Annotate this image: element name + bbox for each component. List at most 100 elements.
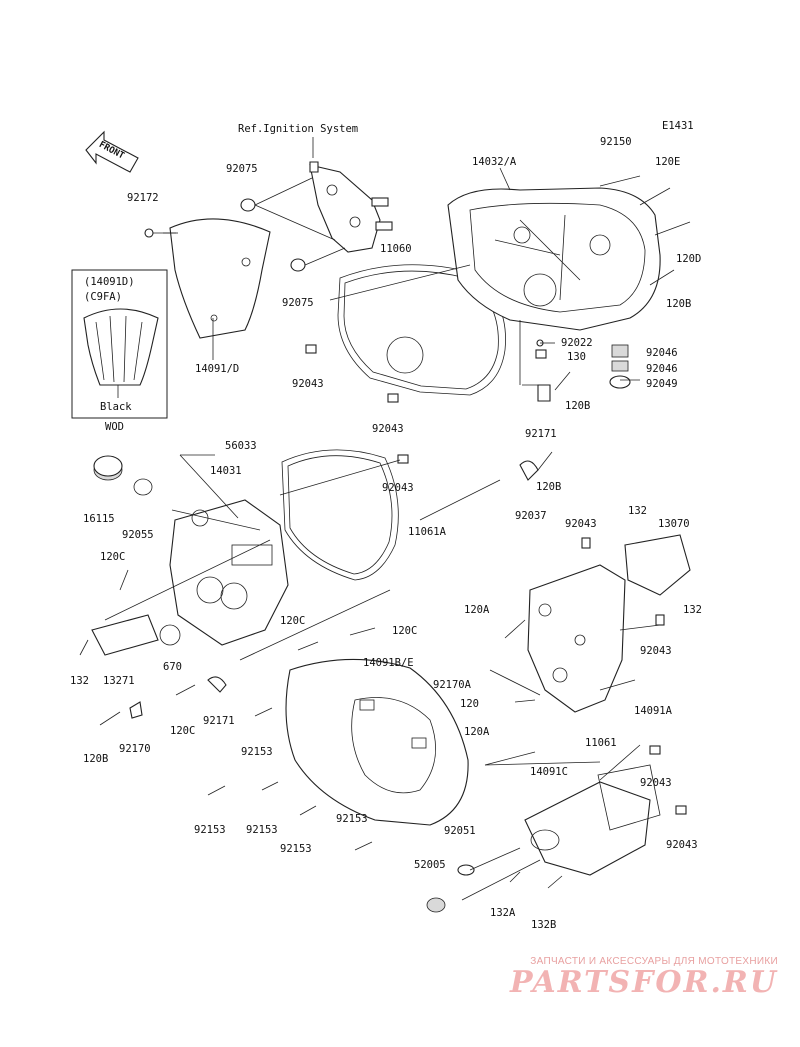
- label-92046-a: 92046: [646, 347, 678, 359]
- cover-14091c: [524, 781, 651, 876]
- label-14031: 14031: [210, 465, 242, 477]
- label-132-c: 132: [70, 675, 89, 687]
- label-130: 130: [567, 351, 586, 363]
- label-120b-b: 120B: [565, 400, 590, 412]
- label-92075-a: 92075: [226, 163, 258, 175]
- label-120c-a: 120C: [100, 551, 125, 563]
- label-92043-g: 92043: [666, 839, 698, 851]
- inset-box: (14091D) (C9FA) Black WOD: [71, 269, 168, 433]
- label-13070: 13070: [658, 518, 690, 530]
- crankcase-cover-14032a: [447, 187, 661, 331]
- front-arrow-icon: FRONT: [85, 130, 139, 173]
- label-120b-a: 120B: [666, 298, 691, 310]
- label-92153-e: 92153: [280, 843, 312, 855]
- label-14091c: 14091C: [530, 766, 568, 778]
- label-92022: 92022: [561, 337, 593, 349]
- label-92049: 92049: [646, 378, 678, 390]
- ref-note: Ref.Ignition System: [238, 123, 358, 135]
- plug-130: [535, 349, 547, 359]
- label-92043-d: 92043: [565, 518, 597, 530]
- label-120c-d: 120C: [170, 725, 195, 737]
- label-92170: 92170: [119, 743, 151, 755]
- oring-92055: [133, 478, 153, 496]
- label-92043-b: 92043: [372, 423, 404, 435]
- label-132a: 132A: [490, 907, 516, 919]
- label-92153-d: 92153: [246, 824, 278, 836]
- label-14091be: 14091B/E: [363, 657, 414, 669]
- inset-footer: WOD: [105, 421, 124, 433]
- label-16115: 16115: [83, 513, 115, 525]
- seal-52005: [426, 897, 446, 913]
- gasket-11061: [597, 764, 661, 831]
- label-120a-1: 120A: [464, 604, 490, 616]
- watermark-brand: PARTSFOR.RU: [510, 965, 778, 1000]
- spacers-92046-92049: [609, 344, 631, 389]
- inset-part-label: (14091D): [84, 276, 135, 288]
- label-120: 120: [460, 698, 479, 710]
- label-14091a: 14091A: [634, 705, 673, 717]
- rod-92170a: [489, 669, 541, 696]
- label-92043-c: 92043: [382, 482, 414, 494]
- clamp-92037: [519, 460, 539, 481]
- label-120b-d: 120B: [83, 753, 108, 765]
- label-92037: 92037: [515, 510, 547, 522]
- bracket-14091a: [527, 564, 661, 713]
- label-92043-f: 92043: [640, 777, 672, 789]
- label-120c-b: 120C: [280, 615, 305, 627]
- dowel-92043-c: [397, 454, 409, 464]
- label-11061a: 11061A: [408, 526, 447, 538]
- clamp-92171-a: [537, 384, 551, 402]
- bolts-92153: [207, 707, 373, 851]
- label-92170a: 92170A: [433, 679, 472, 691]
- bolt-92172: [144, 228, 154, 238]
- label-11061: 11061: [585, 737, 617, 749]
- label-92150: 92150: [600, 136, 632, 148]
- label-120d: 120D: [676, 253, 701, 265]
- label-52005: 52005: [414, 859, 446, 871]
- label-13271: 13271: [103, 675, 135, 687]
- dowel-92043-d: [581, 537, 591, 549]
- oring-670: [159, 624, 181, 646]
- label-14032a: 14032/A: [472, 156, 517, 168]
- label-11060: 11060: [380, 243, 412, 255]
- label-92051: 92051: [444, 825, 476, 837]
- gasket-11060: [337, 264, 506, 396]
- clamp-92171-b: [207, 676, 227, 693]
- label-120a-2: 120A: [464, 726, 490, 738]
- inset-color-code: (C9FA): [84, 291, 122, 303]
- inner-cover-14031: [169, 499, 289, 646]
- guard-13070: [624, 534, 691, 596]
- clamp-92170: [129, 701, 143, 719]
- grommets-92075: [240, 177, 346, 272]
- gasket-11061a: [281, 449, 399, 581]
- filler-cap-16115: [93, 455, 123, 481]
- label-132-b: 132: [683, 604, 702, 616]
- label-92055: 92055: [122, 529, 154, 541]
- cover-plate-13271: [91, 614, 159, 656]
- watermark-caption: ЗАПЧАСТИ И АКСЕССУАРЫ ДЛЯ МОТОТЕХНИКИ: [530, 956, 778, 967]
- label-92153-c: 92153: [194, 824, 226, 836]
- label-120c-c: 120C: [392, 625, 417, 637]
- label-132b: 132B: [531, 919, 556, 931]
- dowel-92043-f: [649, 745, 661, 755]
- outer-cover-14091be: [285, 658, 469, 826]
- label-56033: 56033: [225, 440, 257, 452]
- diagram-code: E1431: [662, 120, 694, 132]
- label-92153-b: 92153: [336, 813, 368, 825]
- label-92043-a: 92043: [292, 378, 324, 390]
- outer-cover-14091d: [169, 218, 271, 360]
- bolts-top-right: [599, 175, 691, 286]
- dowel-92043-a: [305, 344, 317, 354]
- label-92153-a: 92153: [241, 746, 273, 758]
- ignition-bracket: [309, 161, 393, 253]
- label-92172: 92172: [127, 192, 159, 204]
- label-670: 670: [163, 661, 182, 673]
- label-92075-b: 92075: [282, 297, 314, 309]
- label-120e: 120E: [655, 156, 680, 168]
- washer-92051: [457, 864, 475, 876]
- dowel-92043-e: [655, 614, 665, 626]
- label-92171-a: 92171: [525, 428, 557, 440]
- dowel-92043-g: [675, 805, 687, 815]
- label-92046-b: 92046: [646, 363, 678, 375]
- inset-color-name: Black: [100, 401, 132, 413]
